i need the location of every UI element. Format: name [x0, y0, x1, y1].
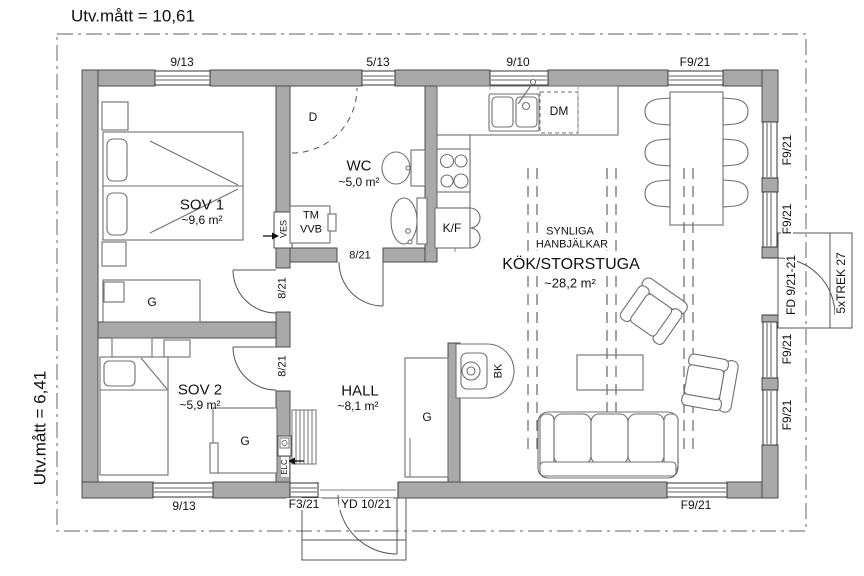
- outer-width-dimension: Utv.mått = 10,61: [71, 6, 195, 26]
- site-boundary-outline: [56, 33, 807, 532]
- living-furniture: [455, 277, 739, 479]
- windows-bottom: [152, 482, 728, 498]
- dining-furniture: [644, 91, 749, 226]
- wardrobe-label-sov1: G: [147, 295, 157, 309]
- entrance-porch: [301, 494, 407, 561]
- entrance-door-label: YD 10/21: [338, 497, 394, 511]
- wood-stove-icon: [455, 343, 515, 399]
- ves-arrow-icon: [263, 232, 279, 240]
- french-door-opening: [762, 257, 836, 316]
- electrical-cabinet-icon: [277, 435, 292, 457]
- wardrobe-label-sov2: G: [240, 434, 250, 448]
- interior-doors: [232, 261, 384, 391]
- side-table: [163, 339, 191, 358]
- sov2-door-arc: [232, 346, 277, 391]
- wardrobe-label-hall: G: [422, 410, 432, 424]
- door-label-sov2: 8/21: [276, 353, 289, 379]
- loft-ladder-icon: [291, 409, 317, 465]
- dining-table: [669, 91, 724, 226]
- shower-curtain-arc: [291, 87, 358, 154]
- room-label-sov1: SOV 1: [179, 196, 225, 214]
- washer-waterheater-unit: [289, 205, 331, 244]
- sofa: [537, 411, 679, 479]
- room-label-hall: HALL: [341, 382, 379, 400]
- window-label-top-kitchen: 9/10: [506, 55, 530, 69]
- deck-steps-label: 5xTREK 27: [834, 250, 848, 316]
- pillow: [103, 360, 136, 387]
- window-label-right-2: F9/21: [780, 201, 794, 237]
- pillow: [106, 138, 128, 182]
- side-table: [111, 337, 153, 358]
- ladder-arrow-icon: [288, 457, 295, 465]
- wood-stove-label: BK: [492, 363, 505, 379]
- stove-icon: [436, 148, 471, 193]
- water-heater-label: VVB: [299, 223, 323, 236]
- window-label-bottom-hall: F3/21: [286, 497, 322, 511]
- toilet-icon: [410, 149, 426, 187]
- fridge-freezer-label: K/F: [442, 221, 462, 235]
- door-label-sov1: 8/21: [276, 275, 289, 301]
- entrance-door-opening: [317, 482, 399, 498]
- door-label-right: FD 9/21-21: [784, 252, 798, 318]
- armchair: [681, 353, 739, 413]
- basin-counter: [416, 197, 428, 245]
- kitchen-fixtures: [434, 78, 619, 249]
- window-label-top-sov1: 9/13: [170, 55, 194, 69]
- washbasin-icon: [390, 197, 418, 245]
- area-label-kitchen: ~28,2 m²: [542, 275, 598, 291]
- nightstand: [101, 241, 127, 267]
- nightstand: [101, 101, 129, 131]
- deck-steps: [777, 232, 853, 329]
- shower-label: D: [308, 110, 318, 124]
- hall-fixtures: [277, 357, 449, 478]
- dishwasher-label: DM: [549, 104, 569, 118]
- electrical-label: ELC: [280, 457, 289, 477]
- area-label-wc: ~5,0 m²: [338, 175, 380, 189]
- sov1-furniture: [101, 101, 244, 323]
- coffee-table: [576, 354, 644, 391]
- beams-note-line1: SYNLIGA: [544, 225, 596, 238]
- sov2-furniture: [99, 337, 278, 476]
- area-label-sov2: ~5,9 m²: [179, 398, 221, 412]
- dishwasher-unit: [539, 91, 579, 134]
- window-label-top-dining: F9/21: [679, 55, 711, 69]
- armchair: [619, 277, 688, 345]
- room-label-sov2: SOV 2: [177, 381, 223, 399]
- area-label-sov1: ~9,6 m²: [181, 213, 223, 227]
- wc-door-arc: [338, 261, 384, 307]
- windows-right: [762, 121, 778, 446]
- door-label-wc: 8/21: [347, 249, 373, 262]
- area-label-hall: ~8,1 m²: [337, 399, 379, 413]
- window-label-bottom-living: F9/21: [678, 498, 714, 512]
- pillow: [106, 192, 128, 236]
- ves-niche-label: VES: [278, 219, 289, 239]
- washer-label: TM: [303, 209, 319, 222]
- outer-height-dimension: Utv.mått = 6,41: [30, 370, 50, 486]
- window-label-top-wc: 5/13: [366, 55, 390, 69]
- window-label-right-4: F9/21: [780, 397, 794, 433]
- fridge-freezer-unit: [434, 207, 481, 249]
- sov1-door-arc: [232, 269, 277, 314]
- room-label-wc: WC: [346, 157, 372, 175]
- dining-chairs: [644, 97, 749, 208]
- beams-note-line2: HANBJÄLKAR: [533, 238, 611, 251]
- wardrobe: [212, 407, 278, 474]
- window-label-right-3: F9/21: [780, 331, 794, 367]
- wc-fixtures: [289, 149, 428, 245]
- wardrobe: [404, 357, 449, 478]
- window-label-bottom-sov2: 9/13: [170, 499, 198, 513]
- outer-walls: [81, 69, 779, 499]
- window-label-right-1: F9/21: [780, 132, 794, 168]
- room-label-kitchen: KÖK/STORSTUGA: [500, 256, 642, 273]
